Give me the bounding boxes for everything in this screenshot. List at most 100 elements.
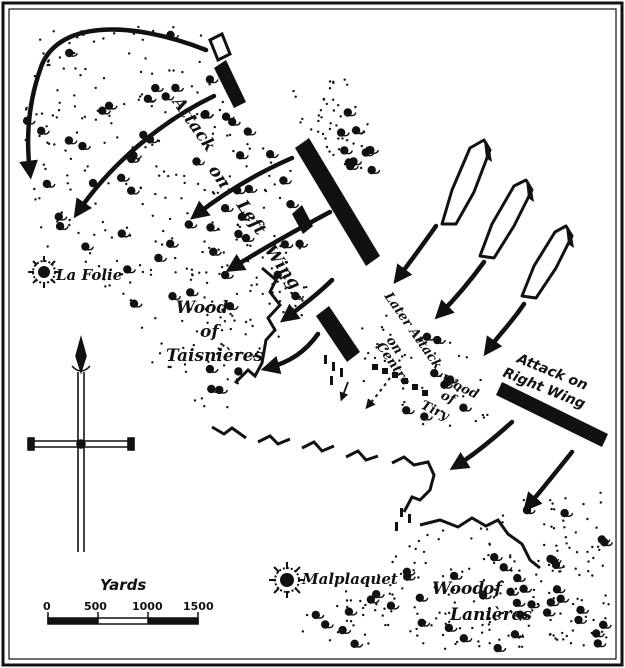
label-wood-taisnieres-2: of: [200, 322, 221, 342]
wood-dot: [58, 56, 62, 59]
wood-dot: [418, 339, 421, 343]
wood-dot: [481, 590, 485, 593]
wood-dot: [571, 629, 575, 632]
wood-dot: [137, 159, 140, 162]
tree-symbol-icon: [291, 291, 305, 301]
tree-symbol-icon: [123, 265, 136, 274]
tree-symbol-icon: [295, 239, 309, 248]
wood-dot: [414, 547, 417, 551]
wood-dot: [453, 607, 457, 611]
wood-dot: [587, 570, 590, 573]
wood-dot: [244, 320, 248, 324]
wood-dot: [154, 317, 157, 320]
woodland-texture: [22, 25, 614, 653]
wood-dot: [305, 285, 308, 289]
wood-dot: [196, 112, 199, 116]
wood-dot: [137, 98, 140, 102]
wood-dot: [248, 147, 251, 150]
wood-dot: [92, 40, 96, 43]
tree-symbol-icon: [244, 184, 258, 194]
wood-dot: [558, 570, 561, 573]
wood-dot: [548, 591, 551, 595]
wood-dot: [203, 188, 206, 192]
wood-dot: [497, 615, 500, 618]
tree-symbol-icon: [593, 639, 607, 648]
wood-dot: [93, 233, 96, 236]
tree-symbol-icon: [154, 253, 168, 263]
label-la-folie: La Folie: [55, 266, 122, 284]
tree-symbol-icon: [343, 108, 357, 117]
wood-dot: [401, 387, 405, 390]
wood-dot: [144, 146, 147, 149]
wood-dot: [348, 610, 351, 614]
wood-dot: [56, 220, 59, 223]
wood-dot: [444, 622, 447, 625]
wood-dot: [380, 326, 384, 329]
wood-dot: [74, 67, 77, 70]
wood-dot: [605, 636, 608, 639]
wood-dot: [278, 290, 281, 294]
wood-dot: [221, 308, 224, 311]
label-wood-lanieres-1: Wood: [432, 579, 484, 599]
wood-dot: [324, 137, 327, 140]
wood-dot: [576, 597, 579, 600]
wood-dot: [25, 106, 28, 110]
wood-dot: [354, 105, 357, 109]
wood-dot: [261, 292, 264, 296]
wood-dot: [599, 491, 602, 494]
wood-dot: [238, 225, 242, 229]
wood-dot: [305, 613, 309, 617]
wood-dot: [151, 143, 154, 146]
wood-dot: [398, 359, 401, 362]
wood-dot: [500, 580, 503, 583]
wood-dot: [194, 116, 197, 120]
label-wood-lanieres-3: Lanières: [449, 605, 532, 625]
wood-dot: [228, 175, 232, 178]
tree-symbol-icon: [338, 625, 352, 635]
wood-dot: [481, 623, 484, 627]
scale-tick-0: 0: [43, 600, 51, 613]
wood-dot: [180, 197, 183, 200]
wood-dot: [488, 642, 491, 645]
wood-dot: [196, 182, 200, 186]
wood-dot: [443, 647, 447, 650]
wood-dot: [84, 67, 87, 71]
wood-dot: [535, 573, 538, 576]
tree-symbol-icon: [556, 594, 570, 603]
wood-dot: [262, 206, 266, 209]
label-wood-taisnieres-3: Taisnières: [166, 346, 263, 366]
wood-dot: [531, 609, 534, 612]
tree-symbol-icon: [433, 335, 446, 345]
wood-dot: [413, 561, 416, 564]
wood-dot: [441, 633, 445, 637]
allied-column-tips: [484, 140, 574, 248]
wood-dot: [344, 590, 348, 593]
wood-dot: [537, 559, 540, 563]
tree-symbol-icon: [104, 101, 118, 111]
wood-dot: [289, 169, 292, 173]
tree-symbol-icon: [129, 299, 143, 308]
wood-dot: [417, 576, 420, 579]
wood-dot: [352, 142, 355, 145]
wood-dot: [79, 74, 82, 77]
wood-dot: [184, 370, 188, 373]
wood-dot: [164, 196, 167, 199]
wood-dot: [332, 98, 335, 101]
wood-dot: [552, 597, 555, 600]
wood-dot: [205, 281, 209, 285]
wood-dot: [401, 587, 404, 590]
tree-symbol-icon: [499, 563, 513, 572]
wood-dot: [550, 525, 553, 528]
troop-block-left-main: [295, 138, 380, 266]
wood-dot: [481, 413, 485, 417]
wood-dot: [57, 109, 61, 112]
wood-dot: [104, 229, 107, 232]
wood-dot: [549, 618, 552, 622]
wood-dot: [108, 284, 111, 287]
wood-dot: [232, 149, 235, 153]
wood-dot: [42, 52, 45, 55]
troop-block-right-wing: [496, 382, 608, 447]
wood-dot: [40, 112, 44, 115]
wood-dot: [205, 271, 208, 274]
wood-dot: [463, 639, 466, 643]
